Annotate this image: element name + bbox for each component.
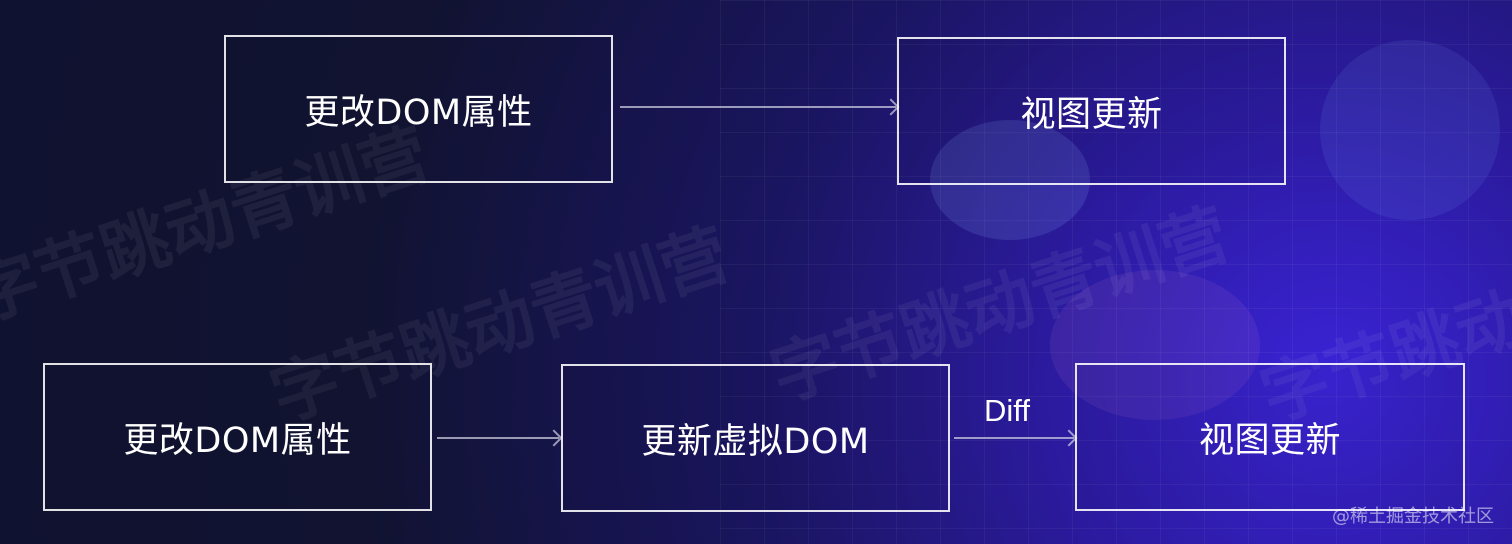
row2-arrow-1: [437, 437, 559, 439]
row2-middle-label: 更新虚拟DOM: [641, 421, 870, 462]
row1-source-label: 更改DOM属性: [304, 92, 533, 133]
decorative-shape: [930, 120, 1090, 240]
diff-edge-label: Diff: [984, 393, 1030, 428]
row2-target-box: 视图更新: [1075, 363, 1465, 511]
background-grid: [720, 0, 1512, 544]
decorative-shape: [1320, 40, 1500, 220]
row1-source-box: 更改DOM属性: [224, 35, 613, 183]
row2-source-label: 更改DOM属性: [123, 420, 352, 461]
row1-target-label: 视图更新: [1020, 94, 1163, 135]
row2-target-label: 视图更新: [1198, 420, 1341, 461]
row2-source-box: 更改DOM属性: [43, 363, 432, 511]
row1-arrow: [620, 106, 896, 108]
row2-arrow-2: [954, 437, 1074, 439]
row2-middle-box: 更新虚拟DOM: [561, 364, 950, 512]
platform-watermark: @稀土掘金技术社区: [1332, 506, 1494, 527]
row1-target-box: 视图更新: [897, 37, 1286, 185]
decorative-shape: [1050, 270, 1260, 420]
